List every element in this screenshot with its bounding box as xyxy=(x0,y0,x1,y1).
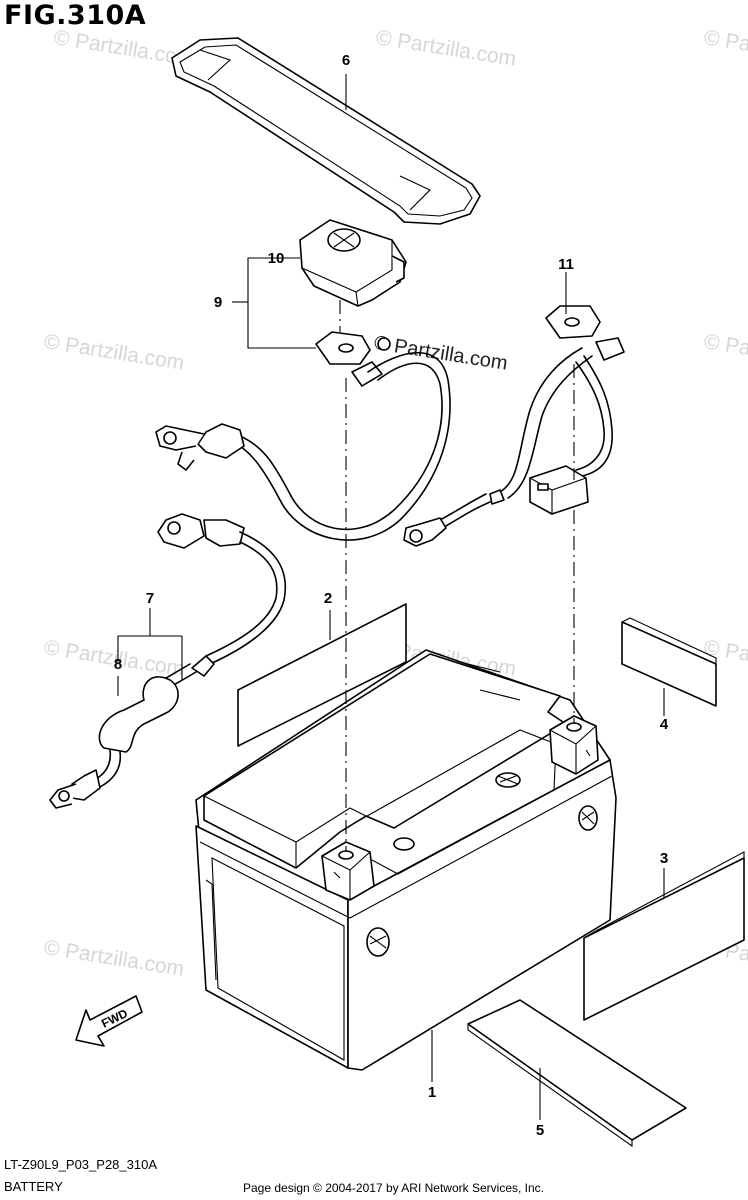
part-3-pad xyxy=(583,851,745,1021)
section-name: BATTERY xyxy=(4,1179,63,1194)
callout-5: 5 xyxy=(535,1122,545,1139)
callout-10: 10 xyxy=(267,250,285,267)
callout-6: 6 xyxy=(341,52,351,69)
callout-1: 1 xyxy=(427,1084,437,1101)
callout-4: 4 xyxy=(659,716,669,733)
part-10-terminal-cover xyxy=(299,219,407,307)
main-harness xyxy=(155,337,625,547)
part-5-sheet xyxy=(467,999,687,1148)
callout-7: 7 xyxy=(145,590,155,607)
part-9-terminal-assembly xyxy=(315,331,391,387)
page-credit: Page design © 2004-2017 by ARI Network S… xyxy=(243,1181,545,1195)
part-1-battery xyxy=(195,649,617,1071)
callout-2: 2 xyxy=(323,590,333,607)
figure-title: FIG.310A xyxy=(4,0,147,31)
part-7-8-negative-cable xyxy=(49,513,286,809)
figure-code: LT-Z90L9_P03_P28_310A xyxy=(4,1157,157,1172)
fwd-direction-arrow: FWD xyxy=(75,995,143,1047)
callout-8: 8 xyxy=(113,656,123,673)
callout-3: 3 xyxy=(659,850,669,867)
callout-9: 9 xyxy=(213,294,223,311)
part-2-label xyxy=(237,603,407,747)
part-11-terminal-cover xyxy=(545,305,601,339)
part-6-battery-band xyxy=(171,37,481,225)
callout-11: 11 xyxy=(558,256,574,273)
leader-lines xyxy=(117,74,665,1120)
part-4-pad xyxy=(621,617,717,707)
